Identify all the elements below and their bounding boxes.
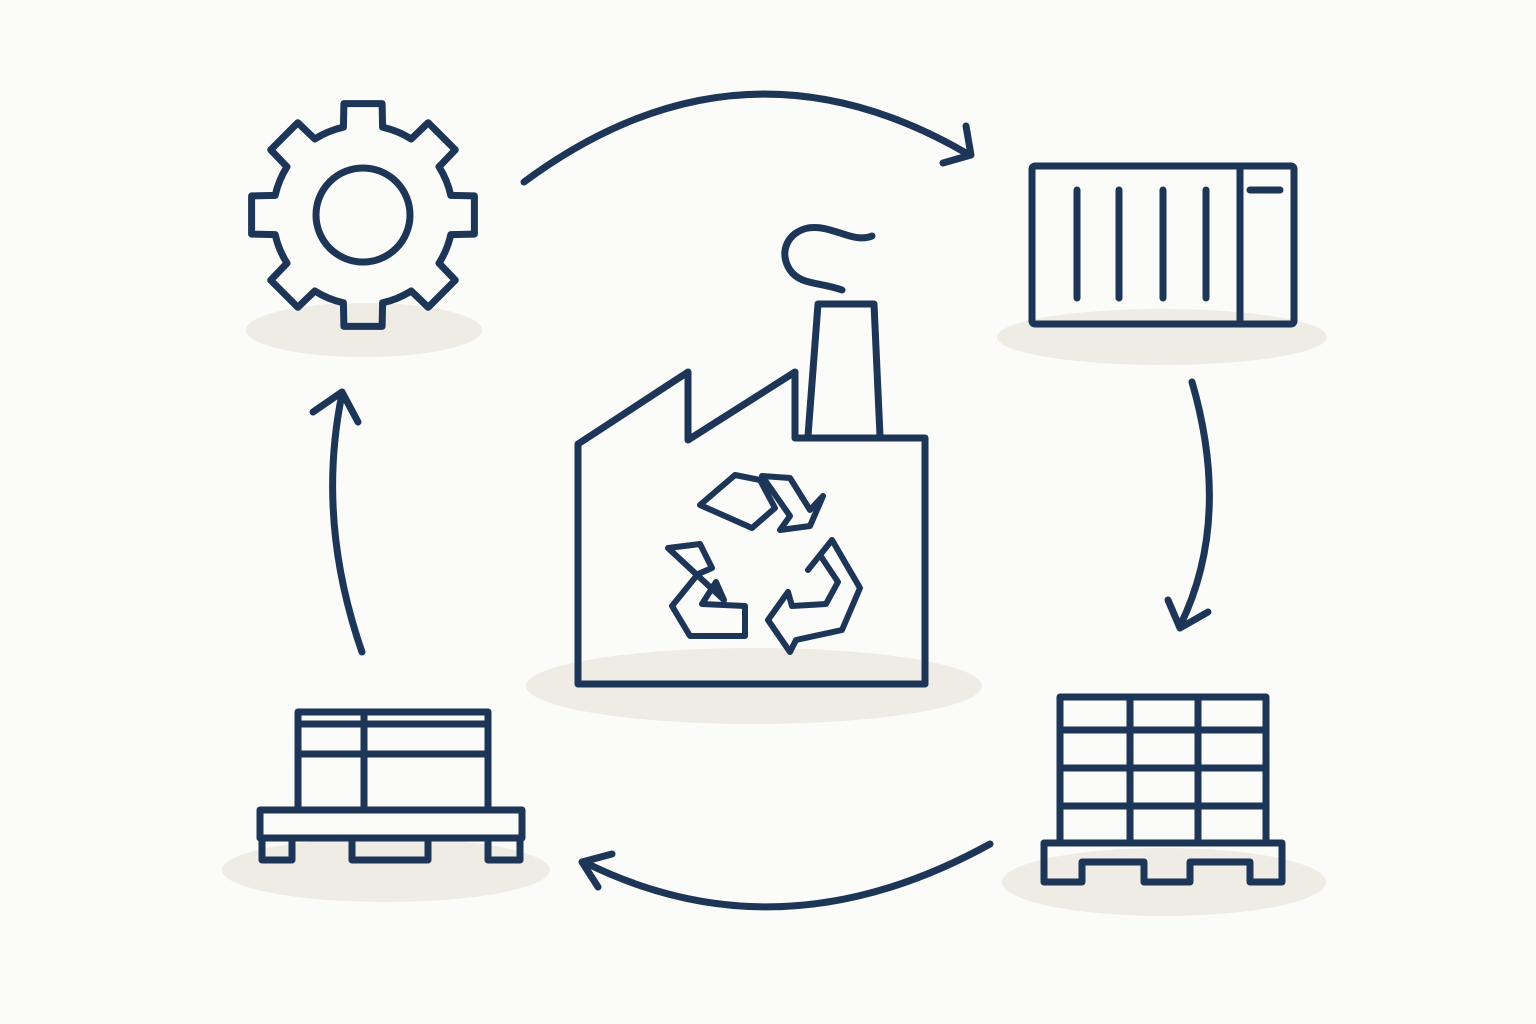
factory-building — [574, 368, 929, 688]
container-body — [1028, 162, 1298, 328]
arrow-container-to-pallet — [1164, 378, 1213, 632]
arrow-curve — [329, 390, 366, 656]
pallet-foot-middle — [348, 834, 432, 864]
shipping-container-icon — [1028, 162, 1298, 328]
arrow-curve — [1176, 378, 1213, 630]
gear-hole — [312, 164, 414, 266]
gear-icon — [248, 100, 478, 330]
arrow-pallet-to-boxes — [578, 840, 994, 911]
recycle-icon — [665, 472, 863, 655]
arrow-head — [578, 850, 616, 891]
boxed-pallet-icon — [256, 708, 526, 864]
recycle-arrow-right — [765, 537, 863, 655]
recycle-arrow-left — [665, 541, 748, 639]
arrow-head — [1164, 596, 1212, 632]
factory-chimney — [804, 300, 884, 440]
gear-shadow — [246, 303, 482, 357]
stacked-pallet-icon — [1040, 693, 1286, 886]
arrow-boxes-to-gear — [309, 388, 366, 656]
arrow-curve — [520, 90, 970, 186]
flow-arrows — [309, 90, 1213, 911]
pallet-foot-right — [484, 834, 524, 864]
pallet-deck — [256, 806, 526, 842]
boxed-pallet-shadow — [222, 838, 550, 902]
stack-pallet-base — [1040, 839, 1286, 886]
arrow-curve — [580, 840, 994, 911]
chimney-smoke — [781, 223, 876, 294]
recycling-factory-icon — [574, 223, 929, 688]
recycle-arrow-top — [697, 472, 826, 533]
pallet-foot-left — [258, 834, 296, 864]
arrow-head — [939, 122, 975, 167]
gear-outline — [248, 100, 478, 330]
container-shadow — [997, 309, 1327, 365]
arrow-gear-to-container — [520, 90, 975, 186]
arrow-head — [309, 388, 362, 426]
